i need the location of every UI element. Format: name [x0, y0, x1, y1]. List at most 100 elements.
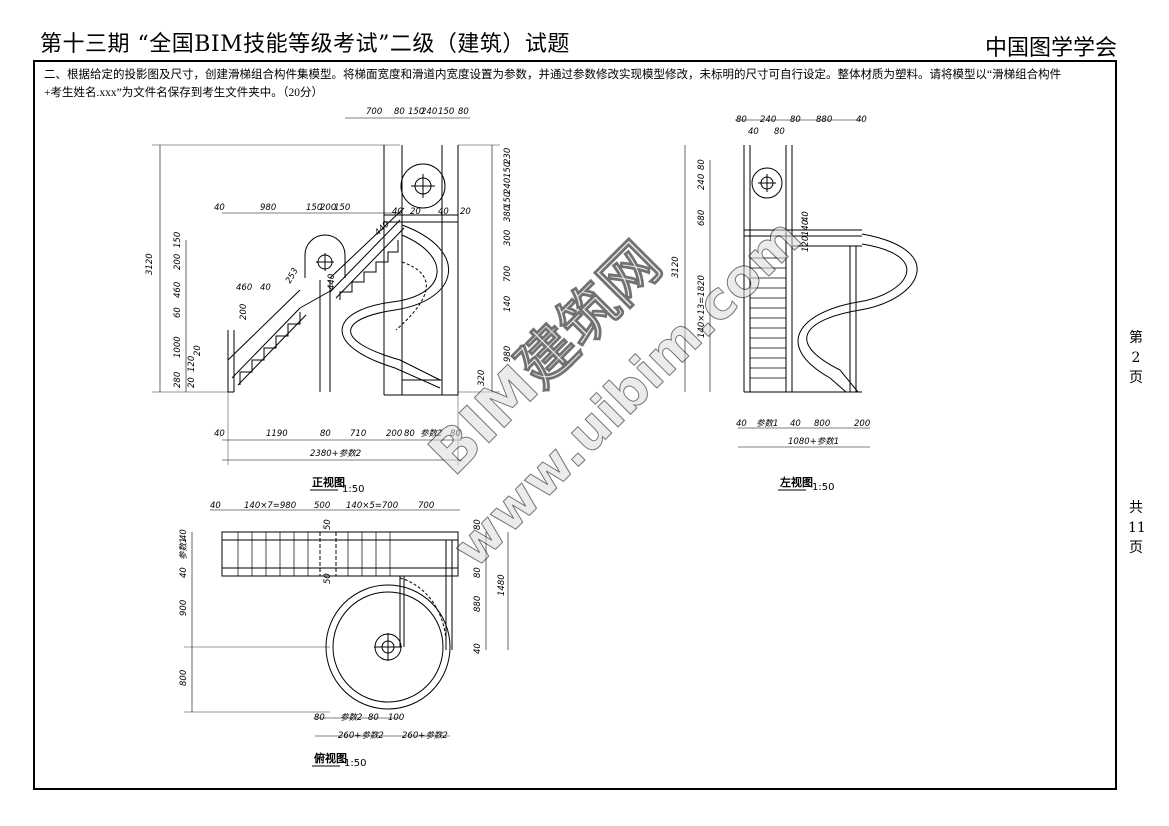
left-dim-bottom-2: 40	[790, 419, 801, 429]
front-dim-bottom-5: 80	[404, 429, 415, 439]
front-dim-bottom-6: 参数2	[420, 428, 442, 439]
front-dim-left-1: 150	[173, 232, 183, 248]
top-dim-inner-0: 50	[323, 519, 333, 530]
front-dim-mid-3: 200	[320, 203, 336, 213]
front-dim-left-7: 120	[187, 356, 197, 372]
top-dim-bottom-2: 80	[368, 713, 379, 723]
left-dim-bottom-3: 800	[814, 419, 830, 429]
left-dim-top-3: 880	[816, 115, 832, 125]
left-dim-top-0: 80	[736, 115, 747, 125]
front-dim-top-1: 80	[394, 107, 405, 117]
front-dim-left-0: 3120	[145, 253, 155, 275]
left-dim-top-4: 40	[856, 115, 867, 125]
left-dim-bottom-1: 参数1	[756, 418, 778, 429]
top-dim-right-2: 880	[473, 596, 483, 612]
top-dim-right-1: 80	[473, 567, 483, 578]
top-dim-inner-1: 50	[323, 573, 333, 584]
front-dim-left-8: 20	[193, 345, 203, 356]
top-dim-top-2: 500	[314, 501, 330, 511]
front-dim-mid-4: 150	[334, 203, 350, 213]
question-line-2: +考生姓名.xxx”为文件名保存到考生文件夹中。（20分）	[44, 87, 323, 99]
front-view-caption: 正视图	[312, 475, 345, 489]
left-dim-total: 1080+参数1	[788, 436, 839, 447]
page-number-value: 2	[1131, 350, 1141, 366]
left-dim-right-0: 40	[801, 211, 811, 222]
front-dim-right-8: 980	[503, 346, 513, 362]
top-dim-top-3: 140×5=700	[346, 501, 398, 511]
front-dim-bottom-2: 80	[320, 429, 331, 439]
top-dim-top-0: 40	[210, 501, 221, 511]
top-dim-left-1: 参数1	[178, 538, 189, 560]
front-dim-mid-5: 40	[392, 207, 403, 217]
left-dim-left-1: 240	[697, 174, 707, 190]
page-number-prefix: 第	[1129, 330, 1143, 346]
front-dim-bottom-7: 80	[450, 429, 461, 439]
front-dim-right-9: 320	[477, 370, 487, 386]
left-dim-top-1: 240	[760, 115, 776, 125]
front-dim-bottom-0: 40	[214, 429, 225, 439]
front-dim-top-3: 240	[421, 107, 437, 117]
front-dim-bottom-3: 710	[350, 429, 366, 439]
page-total-value: 11	[1128, 520, 1146, 536]
left-dim-top-6: 80	[774, 127, 785, 137]
top-view-drawing	[184, 509, 509, 737]
front-dim-right-2: 240	[503, 178, 513, 194]
drawing-frame	[33, 60, 1117, 790]
left-dim-left-0: 3120	[671, 256, 681, 278]
left-view-caption: 左视图	[779, 475, 813, 489]
front-dim-left-5: 1000	[173, 336, 183, 358]
left-view-scale: 1:50	[812, 482, 834, 493]
front-dim-bottom-4: 200	[386, 429, 402, 439]
front-dim-right-3: 150	[503, 192, 513, 208]
front-dim-inner-0: 460	[236, 283, 252, 293]
front-dim-top-0: 700	[366, 107, 382, 117]
page-total-prefix: 共	[1129, 500, 1143, 516]
front-dim-right-6: 700	[503, 266, 513, 282]
top-dim-right-4: 40	[473, 643, 483, 654]
top-dim-left-2: 40	[179, 567, 189, 578]
top-dim-left-4: 800	[179, 670, 189, 686]
top-dim-left-3: 900	[179, 600, 189, 616]
left-view-drawing	[684, 119, 918, 448]
front-dim-right-0: 230	[503, 148, 513, 164]
top-dim-left-0: 40	[179, 529, 189, 540]
question-line-1: 二、根据给定的投影图及尺寸，创建滑梯组合构件集模型。将梯面宽度和滑道内宽度设置为…	[44, 69, 1062, 81]
top-dim-top-1: 140×7=980	[244, 501, 296, 511]
top-dim-bottom2-0: 260+参数2	[338, 730, 384, 741]
top-dim-bottom2-1: 260+参数2	[402, 730, 448, 741]
front-dim-mid-1: 980	[260, 203, 276, 213]
front-dim-total: 2380+参数2	[310, 448, 361, 459]
top-view-scale: 1:50	[344, 758, 366, 769]
page-total-suffix: 页	[1129, 540, 1143, 556]
left-dim-top-5: 40	[748, 127, 759, 137]
front-dim-right-1: 150	[503, 162, 513, 178]
top-dim-right-0: 80	[473, 519, 483, 530]
front-dim-inner-3: 253	[284, 266, 301, 285]
left-dim-left-3: 680	[697, 210, 707, 226]
front-dim-left-9: 20	[187, 377, 197, 388]
front-dim-mid-0: 40	[214, 203, 225, 213]
front-dim-mid-7: 40	[438, 207, 449, 217]
organization-name: 中国图学学会	[984, 36, 1117, 61]
top-dim-bottom-1: 参数2	[340, 712, 362, 723]
front-dim-inner-5: 440	[327, 274, 337, 290]
front-dim-top-4: 150	[438, 107, 454, 117]
front-dim-left-3: 460	[173, 282, 183, 298]
front-dim-mid-2: 150	[306, 203, 322, 213]
front-dim-right-7: 140	[503, 296, 513, 312]
top-dim-top-4: 700	[418, 501, 434, 511]
left-dim-right-1: 140	[801, 220, 811, 236]
page-number-suffix: 页	[1129, 370, 1143, 386]
front-dim-mid-6: 20	[410, 207, 421, 217]
top-view-caption: 俯视图	[314, 751, 347, 765]
front-dim-left-2: 200	[173, 254, 183, 270]
front-dim-left-4: 60	[173, 307, 183, 318]
top-dim-bottom-3: 100	[388, 713, 404, 723]
exam-title: 第十三期 “全国BIM技能等级考试”二级（建筑）试题	[40, 32, 570, 57]
top-dim-right-3: 1480	[497, 574, 507, 596]
left-dim-left-2: 80	[697, 159, 707, 170]
front-view-scale: 1:50	[342, 484, 364, 495]
page-total: 共 11 页	[1128, 498, 1146, 558]
front-dim-inner-2: 200	[239, 304, 249, 320]
